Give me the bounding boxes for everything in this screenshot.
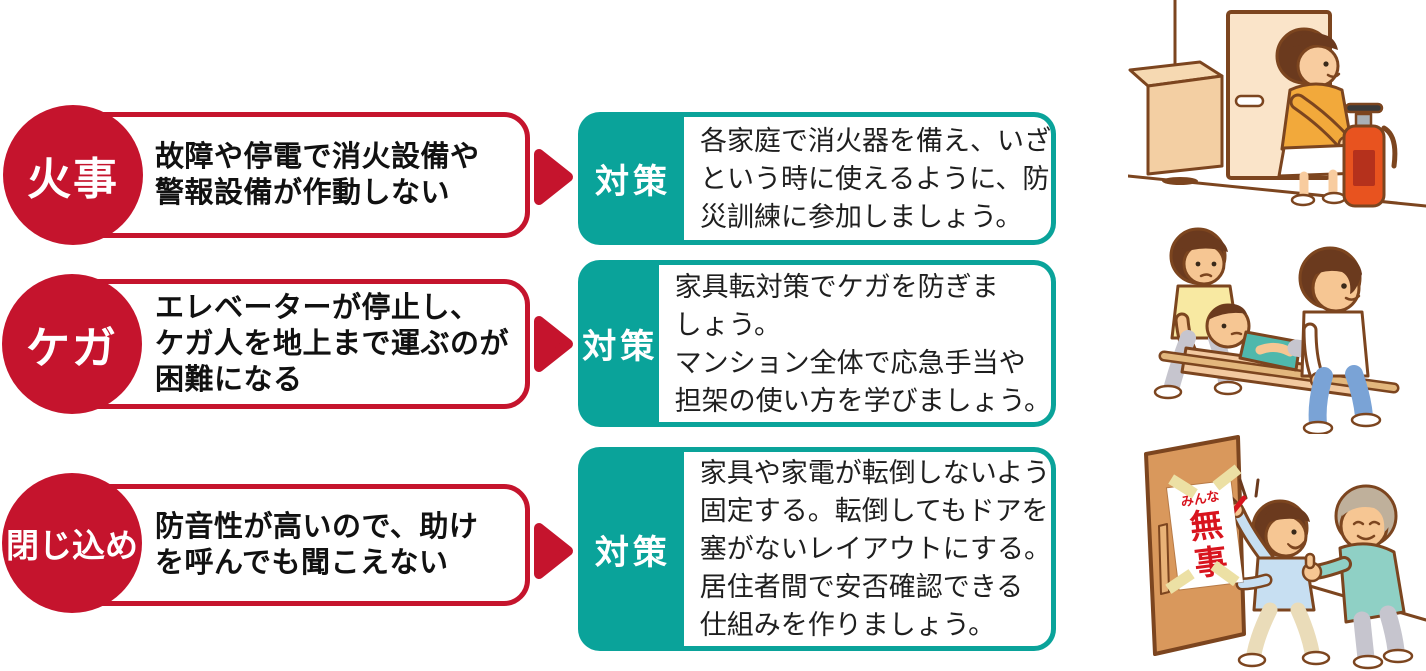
measure-label: 対策: [582, 328, 659, 366]
risk-box-fire: 故障や停電で消火設備や 警報設備が作動しない: [70, 112, 530, 238]
measure-text-line: 仕組みを作りましょう。: [699, 610, 996, 640]
arrow-right-icon: [534, 316, 573, 372]
measure-text-line: という時に使えるように、防: [700, 163, 1050, 194]
arrow-right-icon: [534, 149, 573, 205]
risk-text-line: 防音性が高いので、助け: [155, 511, 479, 543]
risk-text-line: エレベーターが停止し、: [155, 292, 480, 324]
risk-box-injury: エレベーターが停止し、 ケガ人を地上まで運ぶのが 困難になる: [70, 279, 530, 409]
measure-box-trapped: 対策 家具や家電が転倒しないよう 固定する。転倒してもドアを 塞がないレイアウト…: [578, 447, 1056, 651]
fire-extinguisher-illustration: [1128, 0, 1426, 208]
measure-text: 家具や家電が転倒しないよう 固定する。転倒してもドアを 塞がないレイアウトにする…: [683, 452, 1051, 646]
risk-text-line: ケガ人を地上まで運ぶのが: [155, 328, 510, 360]
measure-text-line: 塞がないレイアウトにする。: [699, 534, 1051, 564]
risk-text-line: 困難になる: [155, 364, 303, 396]
measure-text-line: マンション全体で応急手当や: [674, 347, 1026, 378]
safety-note-door-illustration: [1144, 435, 1426, 670]
measure-text-line: 災訓練に参加しましょう。: [700, 201, 1023, 232]
measure-text-line: しょう。: [674, 309, 781, 340]
risk-text-line: 故障や停電で消火設備や: [155, 141, 480, 173]
arrow-right-icon: [534, 523, 573, 579]
measure-label: 対策: [595, 163, 671, 201]
stretcher-carry-illustration: [1153, 227, 1400, 434]
risk-text-line: を呼んでも聞こえない: [155, 547, 449, 579]
measure-text-line: 各家庭で消火器を備え、いざ: [700, 125, 1051, 156]
measure-text-line: 家具転対策でケガを防ぎま: [674, 271, 999, 302]
risk-box-trapped: 防音性が高いので、助け を呼んでも聞こえない: [70, 484, 530, 606]
measure-text: 各家庭で消火器を備え、いざ という時に使えるように、防 災訓練に参加しましょう。: [684, 117, 1051, 240]
measure-box-fire: 対策 各家庭で消火器を備え、いざ という時に使えるように、防 災訓練に参加しまし…: [578, 112, 1056, 245]
risk-badge-injury: ケガ: [2, 274, 142, 414]
measure-text-line: 居住者間で安否確認できる: [699, 572, 1024, 602]
measure-box-injury: 対策 家具転対策でケガを防ぎま しょう。 マンション全体で応急手当や 担架の使い…: [578, 260, 1056, 427]
risk-text-line: 警報設備が作動しない: [155, 177, 451, 209]
measure-text: 家具転対策でケガを防ぎま しょう。 マンション全体で応急手当や 担架の使い方を学…: [658, 265, 1051, 422]
measure-label: 対策: [594, 533, 671, 572]
measure-text-line: 固定する。転倒してもドアを: [699, 496, 1049, 526]
risk-badge-trapped: 閉じ込め: [2, 473, 142, 613]
risk-badge-fire: 火事: [3, 105, 143, 245]
measure-text-line: 家具や家電が転倒しないよう: [699, 458, 1051, 488]
measure-text-line: 担架の使い方を学びましょう。: [674, 385, 1051, 416]
